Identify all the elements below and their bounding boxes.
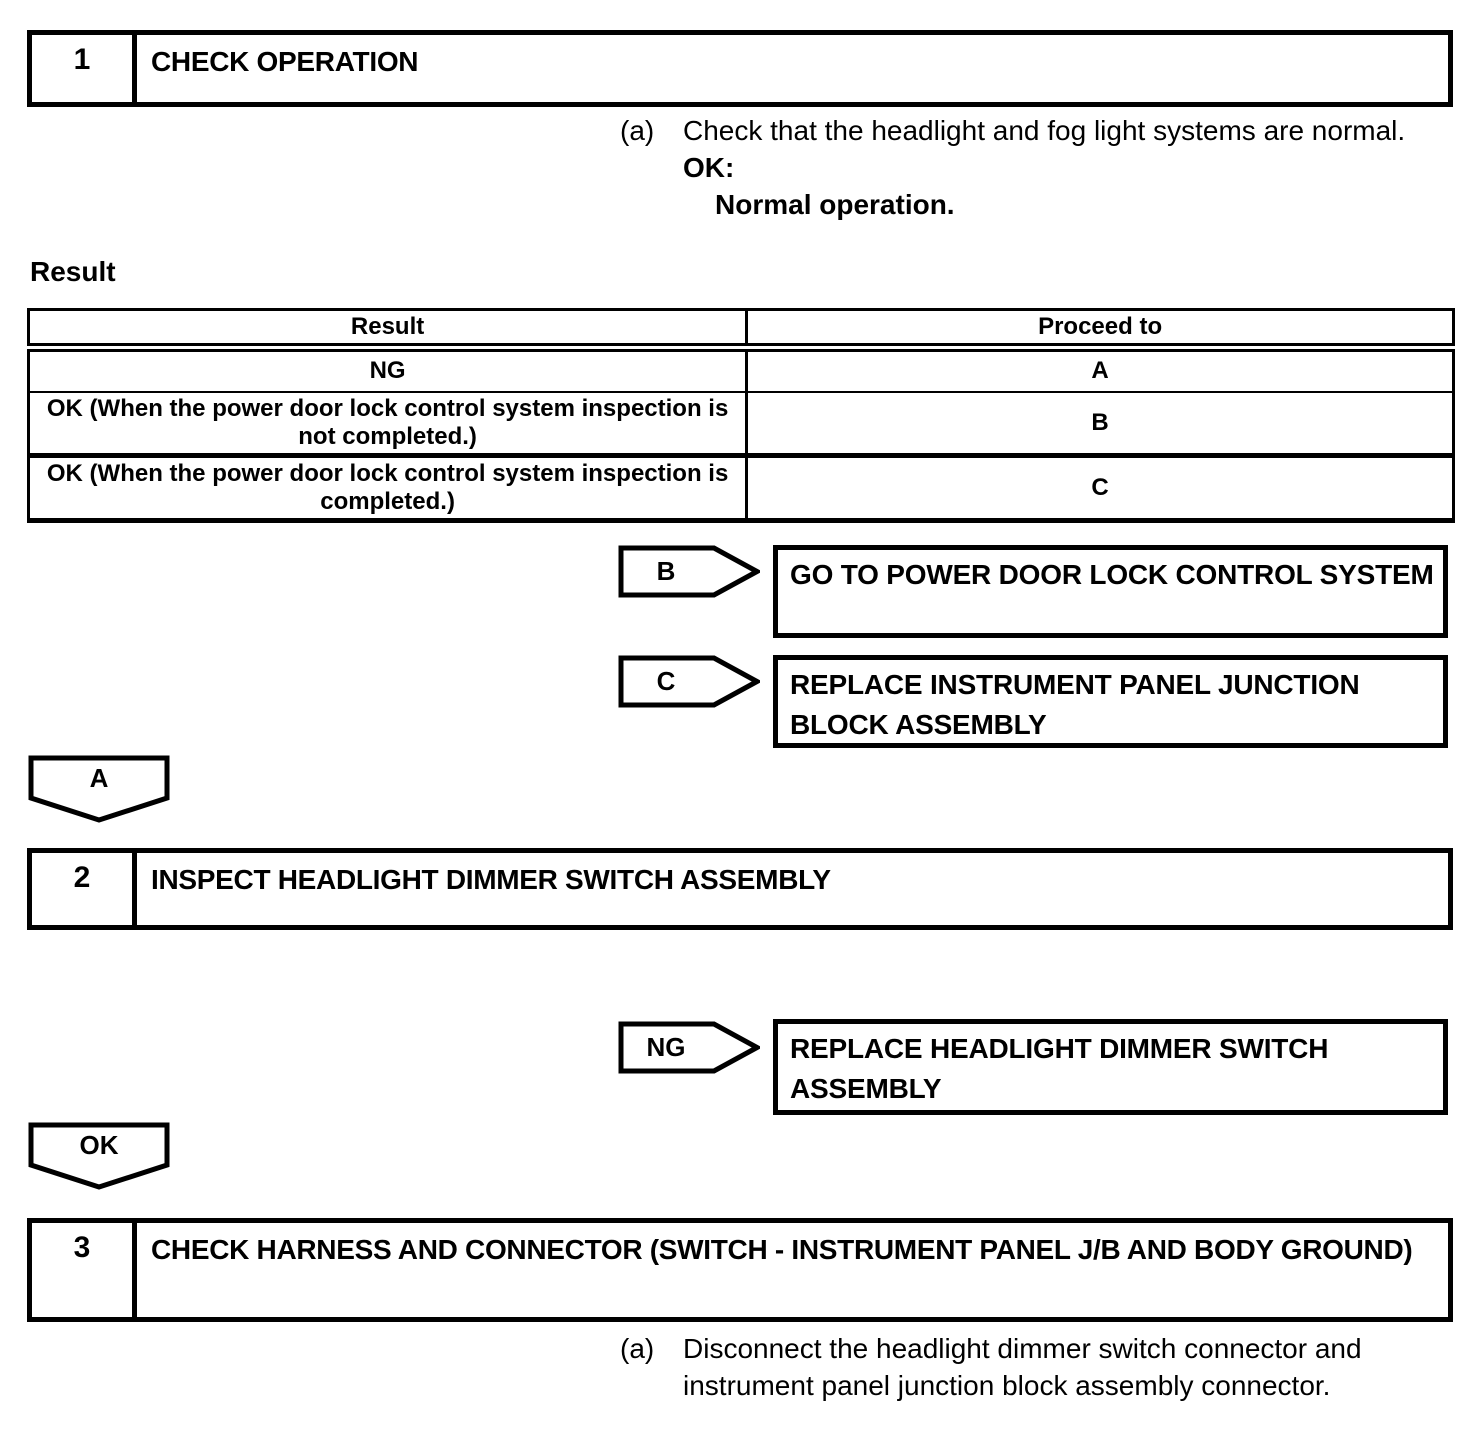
instruction-body: Disconnect the headlight dimmer switch c… — [683, 1333, 1362, 1401]
right-arrow-shape: B — [618, 545, 760, 598]
flow-marker-a: A — [28, 755, 170, 823]
result-cell: OK (When the power door lock control sys… — [26, 455, 749, 523]
instruction-marker: (a) — [620, 115, 655, 146]
step-2-title: INSPECT HEADLIGHT DIMMER SWITCH ASSEMBLY — [151, 864, 831, 895]
result-heading: Result — [30, 256, 116, 287]
step-2-header: 2 INSPECT HEADLIGHT DIMMER SWITCH ASSEMB… — [27, 848, 1453, 930]
proceed-to-column-header: Proceed to — [745, 308, 1455, 352]
connector-b-action: GO TO POWER DOOR LOCK CONTROL SYSTEM — [773, 545, 1448, 638]
step-1-instruction: (a) Check that the headlight and fog lig… — [620, 112, 1435, 223]
flow-marker-ok-label: OK — [79, 1130, 119, 1160]
proceed-to-cell: C — [745, 455, 1455, 523]
step-3-title: CHECK HARNESS AND CONNECTOR (SWITCH - IN… — [151, 1234, 1413, 1265]
down-arrow-icon — [28, 755, 170, 823]
ok-condition-text: Normal operation. — [715, 189, 955, 220]
connector-c-action: REPLACE INSTRUMENT PANEL JUNCTION BLOCK … — [773, 655, 1448, 748]
result-column-header: Result — [26, 308, 749, 352]
right-arrow-shape: C — [618, 655, 760, 708]
right-arrow-icon — [618, 545, 760, 598]
proceed-to-cell: B — [745, 391, 1455, 458]
result-table: Result Proceed to NG A OK (When the powe… — [26, 308, 1455, 523]
step-3-instruction: (a) Disconnect the headlight dimmer swit… — [620, 1330, 1435, 1404]
instruction-body: Check that the headlight and fog light s… — [683, 115, 1406, 146]
ok-condition-label: OK: — [683, 152, 735, 183]
instruction-text: Check that the headlight and fog light s… — [683, 112, 1433, 223]
table-row: OK (When the power door lock control sys… — [26, 391, 1455, 458]
step-2-number: 2 — [32, 853, 137, 925]
connector-ng-action: REPLACE HEADLIGHT DIMMER SWITCH ASSEMBLY — [773, 1019, 1448, 1115]
table-row: OK (When the power door lock control sys… — [26, 455, 1455, 523]
step-1-title: CHECK OPERATION — [151, 46, 419, 77]
proceed-to-cell: A — [745, 347, 1455, 393]
flow-marker-a-label: A — [89, 763, 109, 793]
instruction-text: Disconnect the headlight dimmer switch c… — [683, 1330, 1433, 1404]
result-cell: OK (When the power door lock control sys… — [26, 391, 749, 458]
connector-b-label: B — [656, 556, 676, 586]
result-cell: NG — [26, 347, 749, 393]
right-arrow-icon — [618, 1021, 760, 1074]
connector-c-label: C — [656, 666, 676, 696]
right-arrow-icon — [618, 655, 760, 708]
flow-marker-ok: OK — [28, 1122, 170, 1190]
instruction-marker: (a) — [620, 1333, 655, 1364]
down-arrow-icon — [28, 1122, 170, 1190]
right-arrow-shape: NG — [618, 1021, 760, 1074]
connector-ng-label: NG — [646, 1032, 686, 1062]
table-row: NG A — [26, 347, 1455, 393]
step-3-number: 3 — [32, 1223, 137, 1317]
step-1-number: 1 — [32, 35, 137, 102]
result-table-header-row: Result Proceed to — [26, 308, 1455, 352]
step-1-header: 1 CHECK OPERATION — [27, 30, 1453, 107]
step-3-header: 3 CHECK HARNESS AND CONNECTOR (SWITCH - … — [27, 1218, 1453, 1322]
